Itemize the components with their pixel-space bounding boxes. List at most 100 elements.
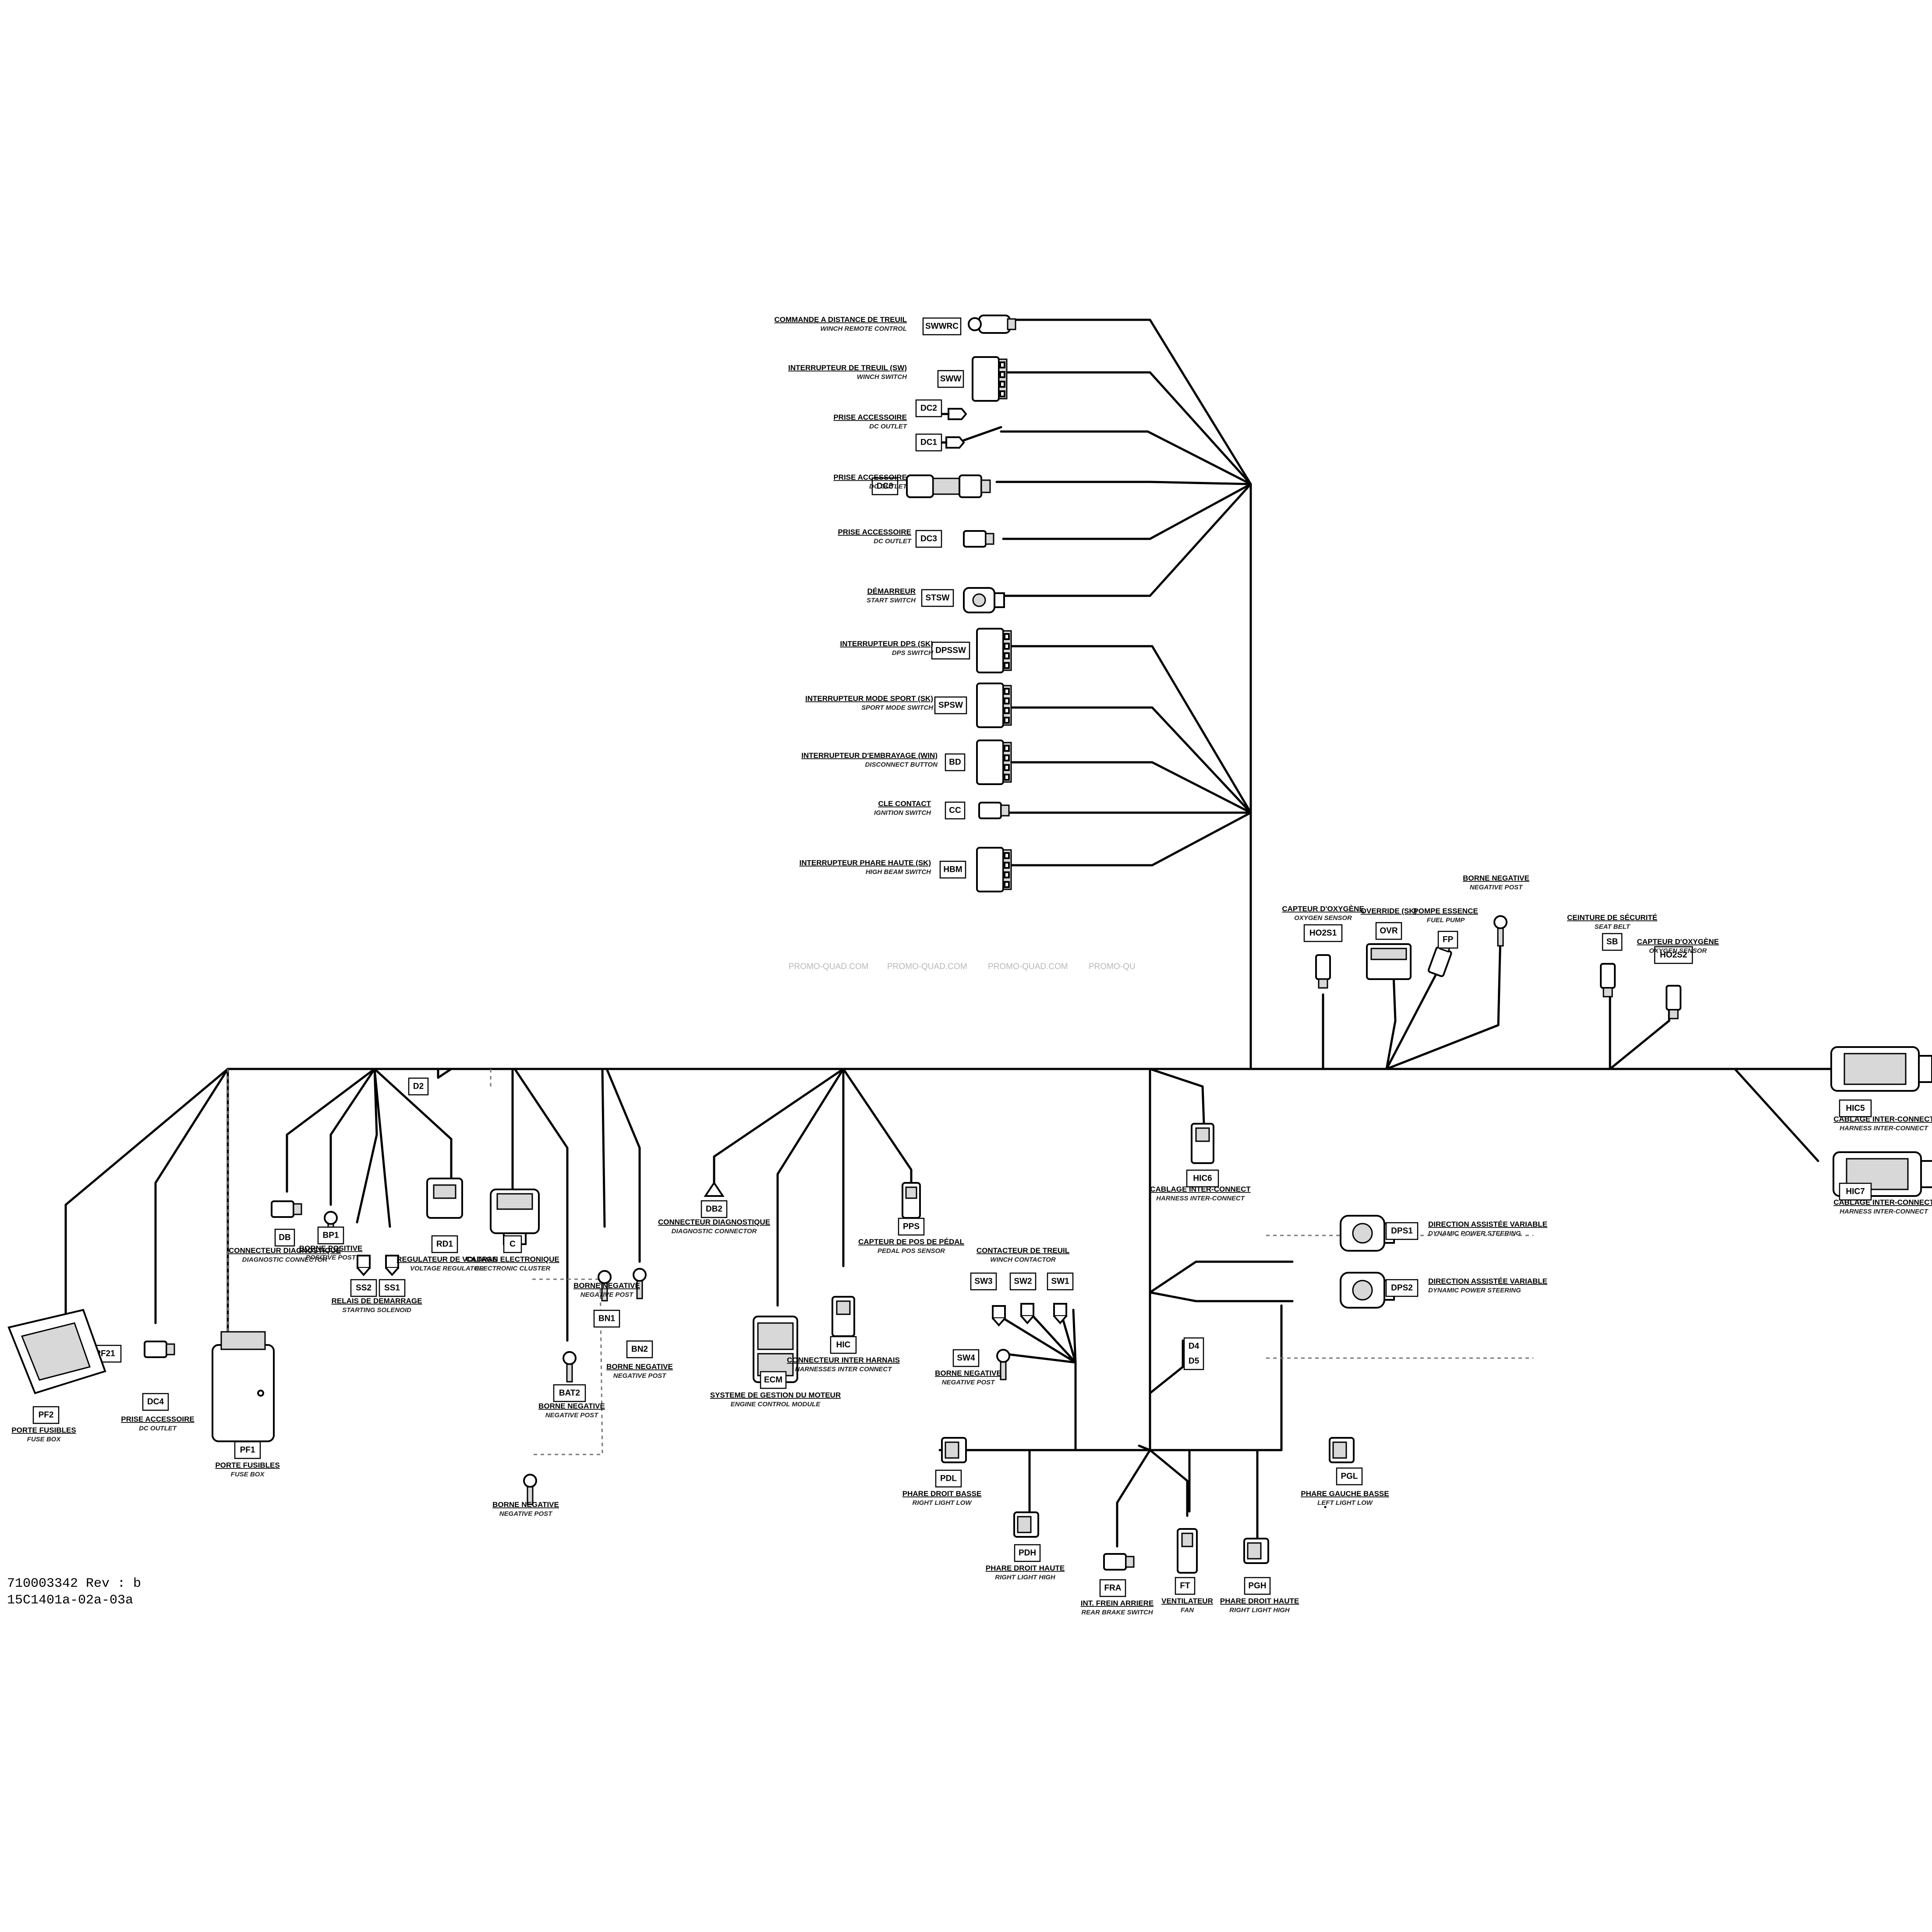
component-name-en: FUSE BOX: [231, 1471, 265, 1478]
component-name-en: DC OUTLET: [874, 538, 912, 545]
wire-segment: [154, 1068, 229, 1324]
component-code: PF1: [240, 1446, 255, 1455]
outline-dashed: [532, 1278, 603, 1455]
light-connector-icon: [1013, 1511, 1039, 1538]
component-name: BORNE NEGATIVE: [538, 1402, 605, 1410]
code-box: [945, 753, 966, 771]
component-name: CABLAGE INTER-CONNECT: [1150, 1185, 1251, 1193]
component-code: SW4: [957, 1354, 975, 1363]
component-name: PHARE DROIT BASSE: [902, 1490, 981, 1498]
component-name-en: START SWITCH: [867, 597, 916, 604]
component-code: DC2: [920, 404, 937, 413]
component-name: BORNE NEGATIVE: [935, 1369, 1001, 1377]
code-box: [1099, 1579, 1126, 1597]
wire-segment: [995, 481, 1252, 485]
component-name-en: OXYGEN SENSOR: [1649, 947, 1707, 955]
component-name-en: NEGATIVE POST: [942, 1379, 995, 1386]
code-box: [379, 1279, 406, 1297]
component-code: SW1: [1051, 1277, 1069, 1286]
component-name: DÉMARREUR: [867, 587, 916, 595]
component-code: HIC6: [1193, 1174, 1212, 1183]
light-connector-icon: [941, 1437, 967, 1463]
watermark: PROMO-QU: [1089, 962, 1136, 971]
code-box: [1375, 922, 1402, 940]
ring-terminal-icon: [1493, 915, 1507, 947]
component-name: PHARE GAUCHE BASSE: [1301, 1490, 1389, 1498]
component-name: CEINTURE DE SÉCURITÉ: [1567, 913, 1657, 922]
wire-segment: [1000, 318, 1252, 485]
wire-segment: [1011, 811, 1252, 867]
component-name-en: NEGATIVE POST: [1470, 884, 1523, 891]
component-code: D4: [1189, 1342, 1200, 1351]
component-name-en: FUSE BOX: [27, 1436, 61, 1443]
code-box: [234, 1441, 261, 1459]
component-code: SW2: [1014, 1277, 1032, 1286]
wire-end-icon: [1020, 1303, 1034, 1325]
component-code: FRA: [1104, 1584, 1121, 1593]
component-name: CONNECTEUR INTER HARNAIS: [787, 1356, 900, 1364]
component-name-en: DIAGNOSTIC CONNECTOR: [672, 1228, 757, 1235]
component-name-en: DIAGNOSTIC CONNECTOR: [242, 1256, 328, 1263]
component-name: CADRAN ELECTRONIQUE: [466, 1255, 559, 1263]
component-code: BP1: [323, 1231, 339, 1240]
code-box: [1839, 1182, 1872, 1201]
wire-segment: [437, 1068, 453, 1079]
component-name: INTERRUPTEUR MODE SPORT (SK): [805, 694, 933, 703]
code-box: [871, 477, 899, 495]
component-code: DPS2: [1391, 1284, 1413, 1293]
dc-outlet-icon: [906, 474, 991, 498]
component-code: BAT2: [559, 1389, 580, 1398]
component-name: CONTACTEUR DE TREUIL: [977, 1246, 1069, 1255]
code-box: [317, 1226, 344, 1245]
component-code: SWW: [940, 375, 962, 384]
code-box: [760, 1371, 787, 1389]
component-name-en: DYNAMIC POWER STEERING: [1428, 1230, 1521, 1237]
component-name-en: DC OUTLET: [869, 423, 908, 430]
rocker-switch-icon: [976, 683, 1012, 728]
large-connector-icon: [1830, 1046, 1932, 1092]
wire-segment: [713, 1068, 845, 1184]
part-number: 710003342 Rev : b: [7, 1576, 142, 1591]
small-connector-icon: [963, 530, 994, 548]
wire-segment: [1385, 932, 1502, 1070]
component-code: BN1: [598, 1314, 615, 1323]
ring-terminal-icon: [598, 1270, 612, 1302]
component-code: C: [510, 1240, 516, 1249]
component-code: HO2S1: [1309, 929, 1337, 938]
connectors: SWWRCSWWDC2DC1DC6DC3STSWDPSSWSPSWBDCCHBM…: [7, 315, 1932, 1597]
code-box: [921, 589, 954, 607]
wire-segment: [1149, 1291, 1294, 1302]
component-name-en: RIGHT LIGHT LOW: [913, 1499, 973, 1507]
component-code: DC3: [920, 534, 937, 544]
component-name: PHARE DROIT HAUTE: [986, 1564, 1065, 1572]
component-code: HIC7: [1846, 1187, 1865, 1196]
wire-segment: [995, 1313, 1077, 1451]
wire-segment: [329, 1068, 376, 1206]
component-code: HO2S2: [1660, 951, 1687, 960]
wire-segment: [1026, 1309, 1077, 1364]
ecm-connector-icon: [753, 1316, 798, 1383]
component-code: SWWRC: [925, 322, 959, 331]
component-name-en: POSITIVE POST: [306, 1254, 357, 1261]
code-box: [1303, 924, 1343, 942]
component-name-en: VOLTAGE REGULATOR: [410, 1265, 484, 1272]
component-name: CONNECTEUR DIAGNOSTIQUE: [658, 1218, 770, 1226]
component-name: PORTE FUSIBLES: [11, 1426, 76, 1434]
component-name: BORNE NEGATIVE: [606, 1362, 673, 1371]
component-name-en: SPORT MODE SWITCH: [861, 704, 934, 711]
ring-terminal-icon: [633, 1268, 647, 1299]
component-name: SYSTEME DE GESTION DU MOTEUR: [710, 1391, 841, 1399]
component-name: VENTILATEUR: [1161, 1597, 1213, 1605]
component-name: PRISE ACCESSOIRE: [833, 473, 907, 481]
component-name-en: REAR BRAKE SWITCH: [1081, 1609, 1153, 1616]
code-box: [952, 1349, 980, 1367]
start-switch-icon: [963, 587, 1005, 613]
component-name: BORNE NEGATIVE: [492, 1500, 559, 1509]
component-code: DPSSW: [935, 646, 966, 655]
wire-segment: [1149, 1449, 1189, 1517]
code-box: [1183, 1337, 1204, 1370]
watermark: PROMO-QUAD.COM: [789, 962, 869, 971]
code-box: [626, 1340, 653, 1359]
